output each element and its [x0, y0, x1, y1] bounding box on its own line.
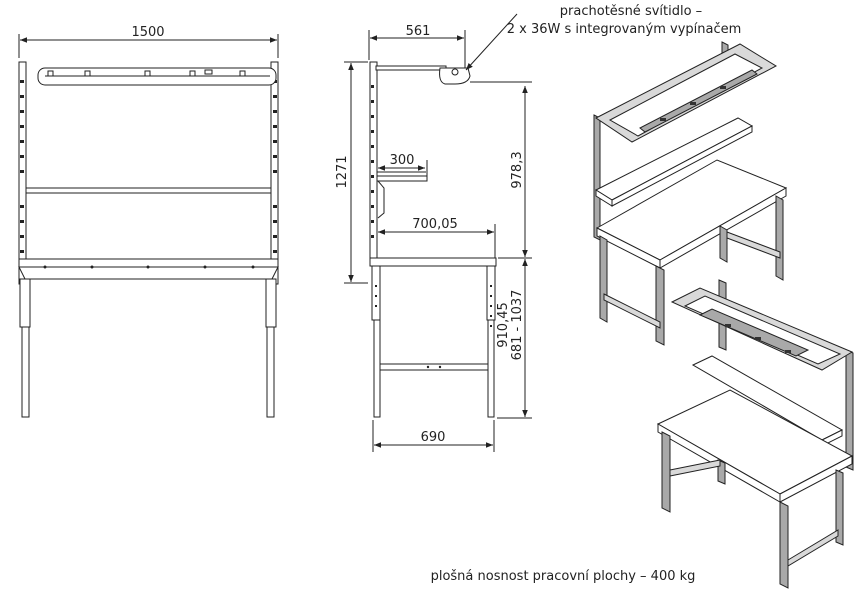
dim-shelf-depth: 300 — [390, 153, 415, 168]
dim-height-adjust-a: 910,45 — [496, 302, 511, 348]
dim-height-adjust-b: 681 - 1037 — [510, 290, 525, 361]
isometric-view-bottom — [656, 279, 854, 589]
note-light-line1: prachotěsné svítidlo – — [560, 4, 702, 19]
dim-width-top-side: 561 — [406, 24, 431, 39]
note-light-line2: 2 x 36W s integrovaným vypínačem — [507, 22, 742, 37]
dim-depth-base: 690 — [421, 430, 446, 445]
dim-depth-top: 700,05 — [412, 217, 458, 232]
front-view: 1500 — [18, 25, 279, 418]
dim-width-front: 1500 — [131, 25, 164, 40]
dim-height-total: 1271 — [335, 155, 350, 188]
note-load-capacity: plošná nosnost pracovní plochy – 400 kg — [431, 569, 696, 584]
isometric-view-top — [593, 41, 788, 346]
side-view: 561 1271 978,3 300 — [335, 13, 532, 452]
dim-height-light: 978,3 — [510, 151, 525, 188]
